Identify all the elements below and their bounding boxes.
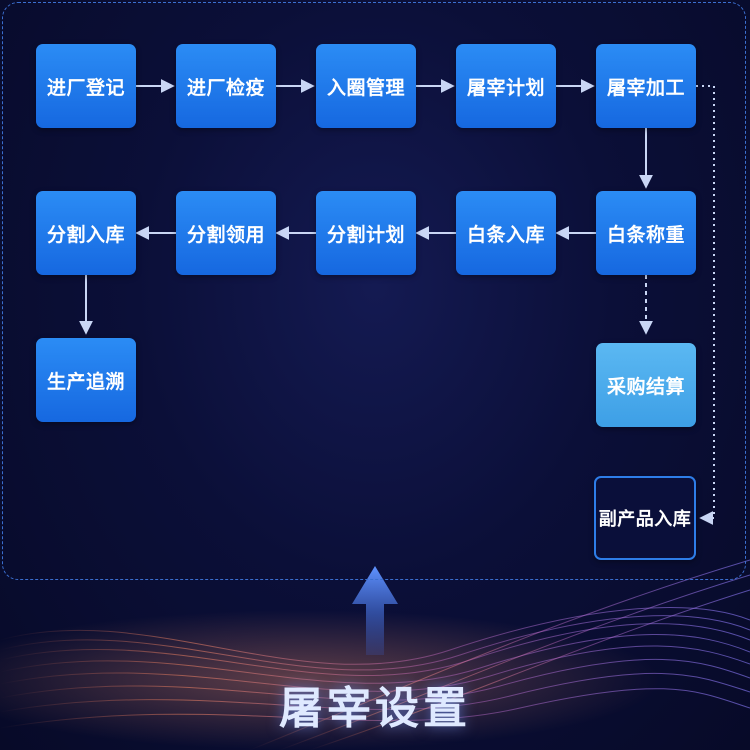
dashed-frame [2, 2, 746, 580]
step-entry-quarantine[interactable]: 进厂检疫 [176, 44, 276, 128]
step-cutting-requisition[interactable]: 分割领用 [176, 191, 276, 275]
step-carcass-storage[interactable]: 白条入库 [456, 191, 556, 275]
step-cutting-storage[interactable]: 分割入库 [36, 191, 136, 275]
up-arrow-icon [352, 566, 398, 655]
footer-title: 屠宰设置 [279, 683, 471, 734]
arrow-5-byproduct [696, 85, 715, 525]
step-slaughter-plan[interactable]: 屠宰计划 [456, 44, 556, 128]
step-slaughter-processing[interactable]: 屠宰加工 [596, 44, 696, 128]
step-carcass-weighing[interactable]: 白条称重 [596, 191, 696, 275]
step-production-trace[interactable]: 生产追溯 [36, 338, 136, 422]
step-purchase-settlement[interactable]: 采购结算 [596, 343, 696, 427]
step-byproduct-storage[interactable]: 副产品入库 [594, 476, 696, 560]
step-pen-management[interactable]: 入圈管理 [316, 44, 416, 128]
step-entry-registration[interactable]: 进厂登记 [36, 44, 136, 128]
step-cutting-plan[interactable]: 分割计划 [316, 191, 416, 275]
